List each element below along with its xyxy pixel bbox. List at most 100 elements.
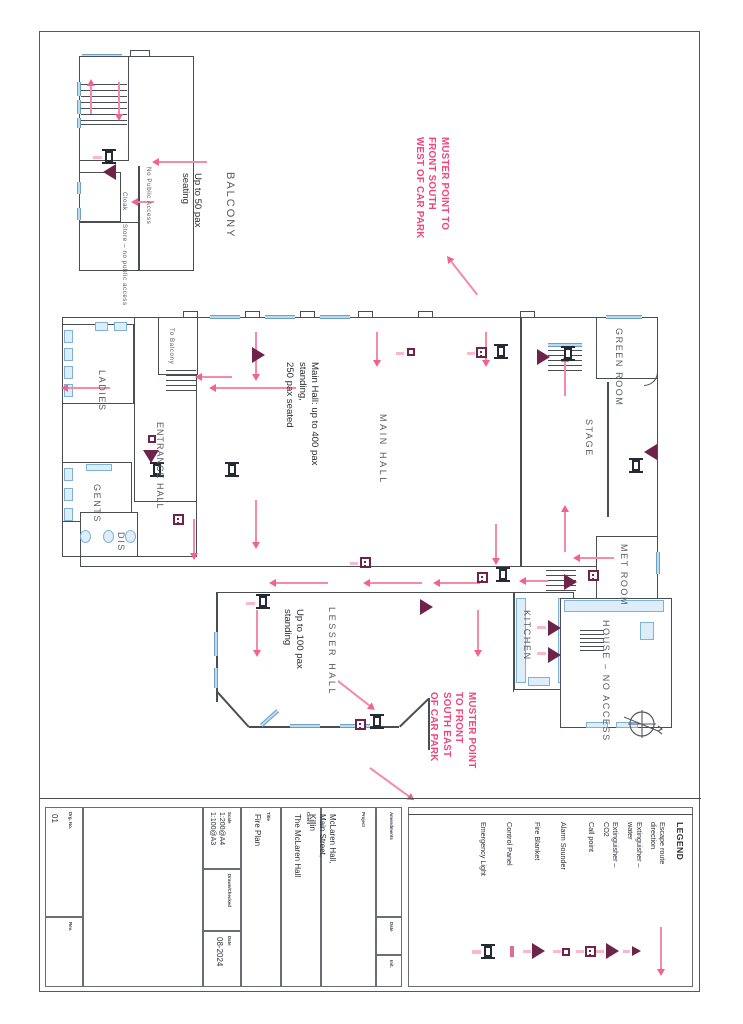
balcony-inner-divider — [138, 166, 140, 271]
room-label-gents: GENTS — [92, 484, 102, 524]
legend-symbol-call-point — [585, 946, 596, 957]
house-floor-2 — [616, 722, 638, 728]
ladies-outline — [62, 324, 134, 404]
escape-arrow-lh-2 — [474, 610, 481, 657]
escape-arrow-mh-4 — [482, 332, 489, 367]
drawn-checked-cell — [203, 869, 241, 931]
stage-divider-wall — [520, 318, 522, 566]
equipment-tag-6 — [537, 652, 546, 655]
pier-1 — [183, 311, 198, 318]
store-window — [77, 208, 81, 220]
room-label-stage: STAGE — [584, 419, 594, 457]
emergency-light-lh-exit — [370, 714, 384, 729]
legend-tag-6 — [472, 950, 481, 954]
emergency-light-stage-north — [561, 346, 575, 361]
project-value: McLaren Hall, Main Street, Killin — [308, 814, 338, 864]
kitchen-counter-west — [516, 598, 526, 683]
legend-label-fire-blanket: Fire Blanket — [533, 822, 542, 861]
escape-arrow-balcony-main — [152, 158, 207, 165]
pier-2 — [245, 311, 260, 318]
drg-no-value: 01 — [50, 814, 59, 823]
label-no-public-access: No Public Access — [145, 167, 152, 225]
ladies-cubicle-2 — [114, 322, 127, 331]
call-point-entrance — [148, 435, 156, 443]
balcony-side-window-3 — [77, 118, 81, 128]
legend-label-emergency-light: Emergency Light — [479, 822, 488, 876]
amend-init-header: Init. — [389, 960, 394, 968]
main-hall-window-2 — [265, 315, 295, 319]
stage-rail — [607, 382, 609, 517]
north-arrow-icon — [623, 710, 664, 738]
legend-label-extinguisher-co2: Extinguisher – CO2 — [602, 822, 620, 868]
met-room-window — [656, 552, 660, 574]
alarm-sounder-entrance — [143, 450, 159, 463]
call-point-mh-north-1 — [407, 348, 415, 356]
emergency-light-mh-south — [496, 567, 510, 582]
room-label-dis: DIS — [116, 532, 126, 552]
legend-tag-3 — [576, 950, 584, 953]
alarm-sounder-mh-north-1 — [252, 347, 265, 363]
escape-arrow-stage-2 — [561, 505, 568, 552]
legend-symbol-extinguisher-co2 — [606, 943, 619, 959]
amend-date-header: Date — [389, 922, 394, 932]
drawn-checked-header: Drawn/Checked — [227, 874, 232, 907]
equipment-tag-5 — [537, 626, 546, 629]
drg-no-cell — [45, 807, 83, 917]
label-store-no-public-access: Store – no public access — [121, 224, 128, 306]
alarm-sounder-balcony — [103, 164, 116, 180]
room-label-ladies: LADIES — [97, 370, 107, 412]
project-cell — [321, 807, 376, 987]
pier-4 — [358, 311, 373, 318]
amend-date-cell — [376, 917, 402, 955]
emergency-light-entrance-2 — [225, 462, 239, 477]
gents-urinal — [86, 464, 112, 471]
gents-fixture-3 — [64, 508, 73, 521]
pier-3 — [300, 311, 315, 318]
pier-6 — [520, 311, 535, 318]
escape-arrow-mh-2 — [252, 500, 259, 549]
capacity-note-balcony: Up to 50 pax seating — [179, 173, 203, 228]
room-label-balcony: BALCONY — [224, 172, 236, 239]
legend-symbol-emergency-light — [481, 944, 495, 959]
ladies-fixture-3 — [64, 366, 73, 379]
room-label-house: HOUSE – NO ACCESS — [601, 620, 611, 742]
escape-arrow-stage-1 — [561, 355, 568, 396]
equipment-tag-balcony — [93, 156, 102, 159]
escape-arrow-balcony-stair-b — [115, 82, 122, 121]
control-panel-entrance — [173, 514, 184, 525]
muster-point-north-west: MUSTER POINT TO FRONT SOUTH WEST OF CAR … — [413, 137, 450, 239]
legend-title: LEGEND — [675, 822, 685, 861]
call-point-met-room — [588, 570, 599, 581]
alarm-sounder-mh-north-2 — [537, 349, 550, 365]
stage-stairs-south — [546, 570, 576, 592]
extinguisher-kitchen-1 — [548, 620, 561, 636]
alarm-sounder-stage-rail — [644, 444, 657, 460]
muster-arrow-south-east — [369, 767, 410, 797]
client-cell — [281, 807, 321, 987]
lesser-hall-splay-wall — [216, 690, 250, 728]
to-balcony-stair-outline — [158, 317, 198, 375]
equipment-tag-4 — [246, 602, 255, 605]
legend-symbol-control-panel — [510, 946, 514, 957]
legend-symbol-alarm-sounder — [562, 948, 570, 956]
amendments-header: Amendments — [389, 812, 394, 840]
dis-wc — [103, 530, 114, 543]
balcony-side-window-1 — [77, 82, 81, 96]
lesser-hall-window-s2 — [290, 724, 320, 728]
rev-cell — [45, 917, 83, 987]
capacity-note-main-hall: Main Hall: up to 400 pax standing, 250 p… — [284, 362, 320, 466]
house-unit — [640, 622, 654, 640]
equipment-tag-3 — [350, 562, 358, 565]
emergency-light-lh-north — [256, 594, 270, 609]
date-value: 08-2024 — [215, 937, 224, 967]
escape-arrow-mh-south-1 — [269, 579, 328, 586]
room-label-green-room: GREEN ROOM — [614, 328, 624, 407]
label-cloak: Cloak — [121, 192, 128, 211]
emergency-light-balcony — [102, 149, 116, 164]
extinguisher-kitchen-2 — [548, 647, 561, 663]
legend-label-escape-route: Escape route direction — [649, 822, 667, 865]
gents-fixture-1 — [64, 468, 73, 481]
scale-cell — [203, 807, 241, 869]
muster-arrow-north-west — [450, 261, 478, 296]
